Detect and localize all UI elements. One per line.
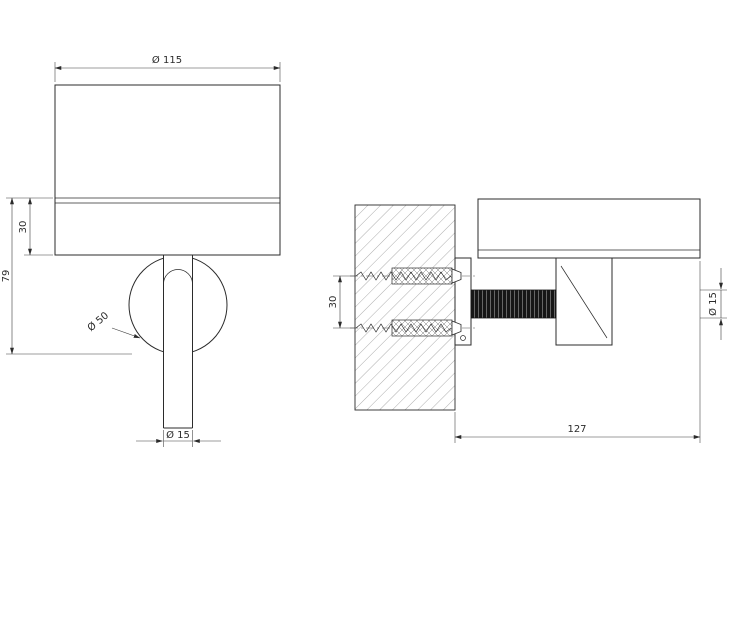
screw-head — [451, 320, 462, 336]
leader-line — [111, 327, 141, 339]
dim-overall-height-label: 79 — [1, 270, 12, 283]
knurled-rod — [470, 289, 557, 319]
dim-screw-spacing: 30 — [328, 275, 356, 329]
wall-section — [354, 204, 456, 411]
cup-front-outline — [54, 84, 281, 256]
screw-anchor-lower — [350, 319, 476, 337]
stem-dome-arc — [163, 269, 193, 285]
dim-cup-diameter-label: Ø 115 — [152, 54, 182, 66]
dim-rod-diameter-label: Ø 15 — [707, 292, 719, 316]
dim-holder-height: 30 — [6, 197, 53, 256]
dim-cup-diameter: Ø 115 — [54, 54, 281, 82]
dim-holder-height-label: 30 — [18, 221, 29, 234]
wall-anchor — [391, 319, 453, 337]
screw-head — [451, 268, 462, 284]
side-view: 30 Ø 15 127 — [328, 198, 727, 443]
support-post-shading — [560, 265, 608, 339]
dim-stem-diameter: Ø 15 — [136, 429, 221, 447]
dim-stem-diameter-label: Ø 15 — [166, 429, 190, 441]
dim-screw-spacing-label: 30 — [328, 296, 339, 309]
stem-mask — [163, 255, 193, 428]
wall-anchor — [391, 267, 453, 285]
plate-grub-screw — [460, 335, 466, 341]
dim-wall-projection-label: 127 — [567, 424, 586, 435]
screw-anchor-upper — [350, 267, 476, 285]
dim-rosette-diameter-label: Ø 50 — [85, 309, 111, 333]
dim-rod-diameter: Ø 15 — [700, 268, 727, 340]
cup-side-outline — [477, 198, 701, 259]
front-view: Ø 115 30 79 Ø 50 Ø 15 — [1, 54, 281, 447]
screw-thread — [355, 271, 452, 281]
dim-rosette-diameter: Ø 50 — [85, 309, 141, 339]
dim-overall-height: 79 — [1, 197, 132, 355]
screw-thread — [355, 323, 452, 333]
dim-wall-projection: 127 — [454, 261, 701, 443]
